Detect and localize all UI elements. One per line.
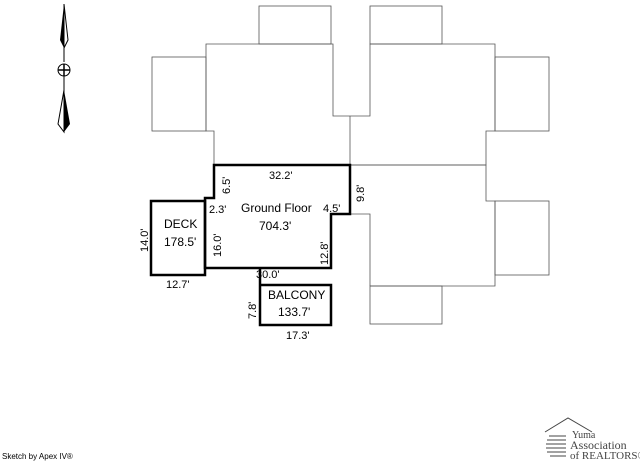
deck-name: DECK — [164, 217, 197, 231]
dim-balcony-bottom: 17.3' — [286, 330, 310, 342]
dim-left-upper: 6.5' — [221, 177, 233, 194]
dim-top: 32.2' — [269, 170, 293, 182]
dim-inner-left: 16.0' — [212, 233, 224, 257]
logo-line-1: Yuma — [572, 430, 596, 441]
dim-deck-bottom: 12.7' — [166, 279, 190, 291]
outline-tower-top-left — [258, 5, 332, 45]
dim-right-top: 9.8' — [355, 185, 367, 202]
dim-bottom: 30.0' — [256, 269, 280, 281]
deck-area: 178.5' — [164, 235, 196, 249]
outline-tower-bottom-right — [369, 285, 443, 325]
dim-deck-height: 14.0' — [139, 228, 151, 252]
dim-right-lower: 12.8' — [319, 241, 331, 265]
building-outline — [151, 5, 550, 325]
yuma-association-logo: Yuma Association of REALTORS® — [544, 417, 640, 462]
outline-wing-left — [151, 56, 207, 132]
outline-wall-center-lower — [350, 213, 371, 286]
outline-wing-right-lower — [494, 200, 550, 276]
outline-wall-right-upper — [350, 43, 496, 166]
dim-left-notch: 2.3' — [209, 204, 226, 216]
outline-wall-left-upper — [205, 43, 350, 165]
ground-floor-outline — [203, 163, 352, 270]
sketch-credit: Sketch by Apex IV® — [2, 452, 73, 461]
north-arrow-icon — [57, 3, 71, 134]
outline-wall-right-lower — [350, 164, 496, 287]
balcony-outline — [258, 283, 333, 327]
dim-right-notch: 4.5' — [323, 203, 340, 215]
outline-wing-right-upper — [494, 56, 550, 132]
logo-line-3: of REALTORS® — [570, 450, 640, 462]
balcony-area: 133.7' — [278, 305, 310, 319]
balcony-name: BALCONY — [268, 288, 325, 302]
ground-floor-area: 704.3' — [259, 219, 291, 233]
outline-tower-top-right — [369, 5, 443, 45]
deck-outline — [149, 199, 207, 277]
house-roof-icon — [544, 417, 593, 457]
dim-balcony-height: 7.8' — [247, 302, 259, 319]
ground-floor-name: Ground Floor — [241, 201, 312, 215]
logo-line-2: Association — [570, 438, 627, 452]
